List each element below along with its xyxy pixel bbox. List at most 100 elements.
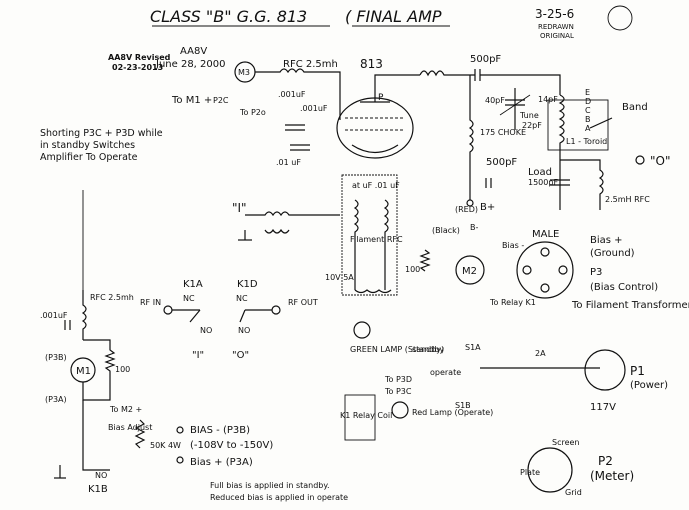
svg-text:M3: M3 [238,68,250,77]
footnote-2: Reduced bias is applied in operate [210,493,348,502]
svg-text:K1D: K1D [237,279,258,290]
subtitle: ( FINAL AMP [345,7,442,26]
svg-text:B-: B- [470,223,478,232]
date: 3-25-6 [535,7,574,21]
svg-text:To M2 +: To M2 + [109,405,142,414]
svg-text:14pF: 14pF [538,95,558,104]
tube-label: 813 [360,57,383,71]
connector-p2: Screen Plate Grid P2 (Meter) [520,438,634,497]
svg-text:"O": "O" [232,350,249,361]
relay-contacts: K1A K1D RF IN RF OUT NC NC NO NO "I" "O" [140,279,318,361]
svg-text:Bias +: Bias + [590,235,623,246]
svg-text:MALE: MALE [532,229,559,240]
bias-pot [134,419,146,449]
svg-text:(Power): (Power) [630,380,668,391]
svg-text:To Filament Transformer: To Filament Transformer [571,300,689,311]
svg-text:C: C [585,106,591,115]
red-lamp [391,401,409,419]
filament-section: at uF .01 uF Filament RFC 10V 5A [325,174,403,296]
revision-line-1: AA8V Revised [108,53,171,62]
meter-m2-section: (Black) B- (RED) M2 100 To Relay K1 [405,205,536,307]
svg-text:500pF: 500pF [486,157,517,168]
svg-text:Grid: Grid [565,488,582,497]
bias-minus-p3b: BIAS - (P3B) [190,425,250,436]
svg-text:40pF: 40pF [485,96,505,105]
bplus-label: B+ [480,202,495,213]
svg-text:D: D [585,97,591,106]
standby-operate-section: GREEN LAMP (Standby) standby operate To … [340,321,600,441]
svg-text:(RED): (RED) [455,205,478,214]
svg-text:Bias -: Bias - [502,241,524,250]
revision-note: AA8V Revised 02-23-2013 [108,53,171,72]
svg-text:S1B: S1B [455,401,471,410]
plate-rf-choke [468,75,474,200]
credit-line-2: June 28, 2000 [155,59,226,70]
svg-text:"O": "O" [650,154,670,168]
svg-text:.001uF: .001uF [40,311,68,320]
svg-text:(P3A): (P3A) [45,395,67,404]
svg-text:Screen: Screen [552,438,580,447]
svg-text:P1: P1 [630,364,645,378]
svg-text:.001uF: .001uF [300,104,328,113]
svg-text:P3: P3 [590,267,602,278]
svg-text:P: P [378,93,384,103]
svg-text:M2: M2 [462,266,477,277]
svg-text:To Relay K1: To Relay K1 [489,298,536,307]
svg-text:standby: standby [412,345,444,354]
svg-text:To P2o: To P2o [239,108,266,117]
svg-text:P2C: P2C [213,96,229,105]
pi-network: 40pF Tune 22pF 14pF L1 - Toroid E D C B … [485,88,648,151]
revision-line-2: 02-23-2013 [112,63,163,72]
page-mark [607,5,633,31]
svg-text:NO: NO [238,326,250,335]
svg-text:1500pF: 1500pF [528,178,558,187]
svg-text:E: E [585,88,590,97]
svg-text:(Black): (Black) [432,226,460,235]
svg-text:To P3C: To P3C [384,387,412,396]
svg-text:100: 100 [115,365,130,374]
shorting-note-text: Shorting P3C + P3D while in standby Swit… [40,128,163,163]
svg-text:.01 uF: .01 uF [276,158,301,167]
bias-plus-p3a: Bias + (P3A) [190,457,253,468]
toroid-coil [558,94,565,150]
svg-text:2A: 2A [535,349,546,358]
to-m1-label: To M1 + [171,95,212,106]
connector-p3: MALE Bias - Bias + (Ground) P3 (Bias Con… [502,229,689,311]
svg-text:NC: NC [236,294,248,303]
cap-500pf-top: 500pF [470,54,501,65]
rfc-right-label: 2.5mH RFC [605,195,650,204]
svg-text:Bias Adjust: Bias Adjust [108,423,152,432]
connector-p1: P1 (Power) 117V [584,349,668,413]
footnote-1: Full bias is applied in standby. [210,481,330,490]
band-switch-label: Band [622,102,648,113]
svg-text:GREEN LAMP (Standby): GREEN LAMP (Standby) [350,345,444,354]
title: CLASS "B" G.G. 813 [150,7,307,26]
original-label: ORIGINAL [540,32,574,40]
svg-text:To P3D: To P3D [384,375,412,384]
svg-text:NC: NC [183,294,195,303]
plate-lead [374,74,420,90]
svg-text:(-108V to -150V): (-108V to -150V) [190,440,273,451]
redrawn-label: REDRAWN [538,23,574,31]
svg-text:NO: NO [200,326,212,335]
volts-label: 10V 5A [325,273,354,282]
svg-text:NO: NO [95,471,107,480]
credit-line-1: AA8V [180,46,207,57]
svg-text:at uF .01 uF: at uF .01 uF [352,181,400,190]
rf-out-label: RF OUT [288,298,318,307]
shorting-note: Shorting P3C + P3D while in standby Swit… [40,128,163,163]
svg-text:(Bias Control): (Bias Control) [590,282,658,293]
svg-text:22pF: 22pF [522,121,542,130]
svg-text:B: B [585,115,591,124]
tube-813: 813 P [336,57,414,159]
svg-text:(Meter): (Meter) [590,469,634,483]
svg-text:K1B: K1B [88,484,108,495]
svg-text:50K 4W: 50K 4W [150,441,181,450]
svg-text:"I": "I" [192,350,204,361]
title-block: CLASS "B" G.G. 813 ( FINAL AMP 3-25-6 RE… [150,5,633,40]
svg-text:117V: 117V [590,402,616,413]
svg-text:Plate: Plate [520,468,540,477]
svg-text:K1 Relay Coil: K1 Relay Coil [340,411,392,420]
